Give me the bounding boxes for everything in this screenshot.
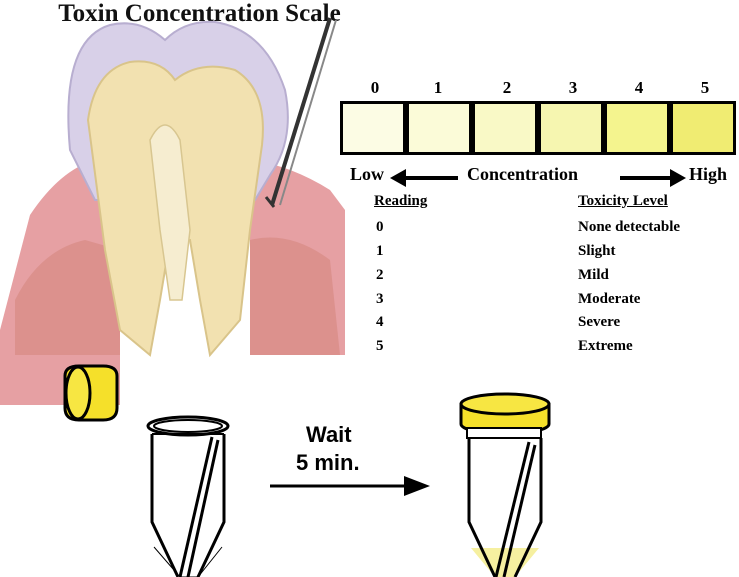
toxicity-level: Moderate xyxy=(578,291,640,308)
high-label: High xyxy=(689,164,727,185)
reading-header: Reading xyxy=(374,193,427,210)
wait-label: Wait xyxy=(306,422,352,448)
right-arrow-icon xyxy=(620,168,688,188)
toxicity-level: None detectable xyxy=(578,219,680,236)
right-arrow-icon xyxy=(268,474,432,498)
scale-number: 1 xyxy=(405,78,471,98)
reading-value: 4 xyxy=(376,314,416,331)
toxicity-level: Slight xyxy=(578,243,616,260)
toxicity-level: Extreme xyxy=(578,338,633,355)
wait-duration-label: 5 min. xyxy=(296,450,360,476)
scale-number: 3 xyxy=(540,78,606,98)
scale-cell xyxy=(604,101,670,155)
scale-cell xyxy=(406,101,472,155)
scale-cell xyxy=(340,101,406,155)
scale-cell xyxy=(538,101,604,155)
open-tube-icon xyxy=(140,412,240,577)
scale-cell xyxy=(670,101,736,155)
reading-value: 0 xyxy=(376,219,416,236)
reading-value: 3 xyxy=(376,291,416,308)
tooth-illustration xyxy=(0,0,345,405)
scale-number: 5 xyxy=(672,78,738,98)
tube-cap-icon xyxy=(55,362,125,430)
toxicity-level: Severe xyxy=(578,314,620,331)
reading-value: 1 xyxy=(376,243,416,260)
reading-value: 5 xyxy=(376,338,416,355)
concentration-label: Concentration xyxy=(467,164,578,185)
low-label: Low xyxy=(350,164,384,185)
capped-tube-icon xyxy=(453,390,563,577)
toxicity-level: Mild xyxy=(578,267,609,284)
scale-cell xyxy=(472,101,538,155)
scale-number: 2 xyxy=(474,78,540,98)
reading-value: 2 xyxy=(376,267,416,284)
scale-number: 0 xyxy=(342,78,408,98)
scale-number: 4 xyxy=(606,78,672,98)
toxicity-level-header: Toxicity Level xyxy=(578,193,668,210)
left-arrow-icon xyxy=(390,168,460,188)
